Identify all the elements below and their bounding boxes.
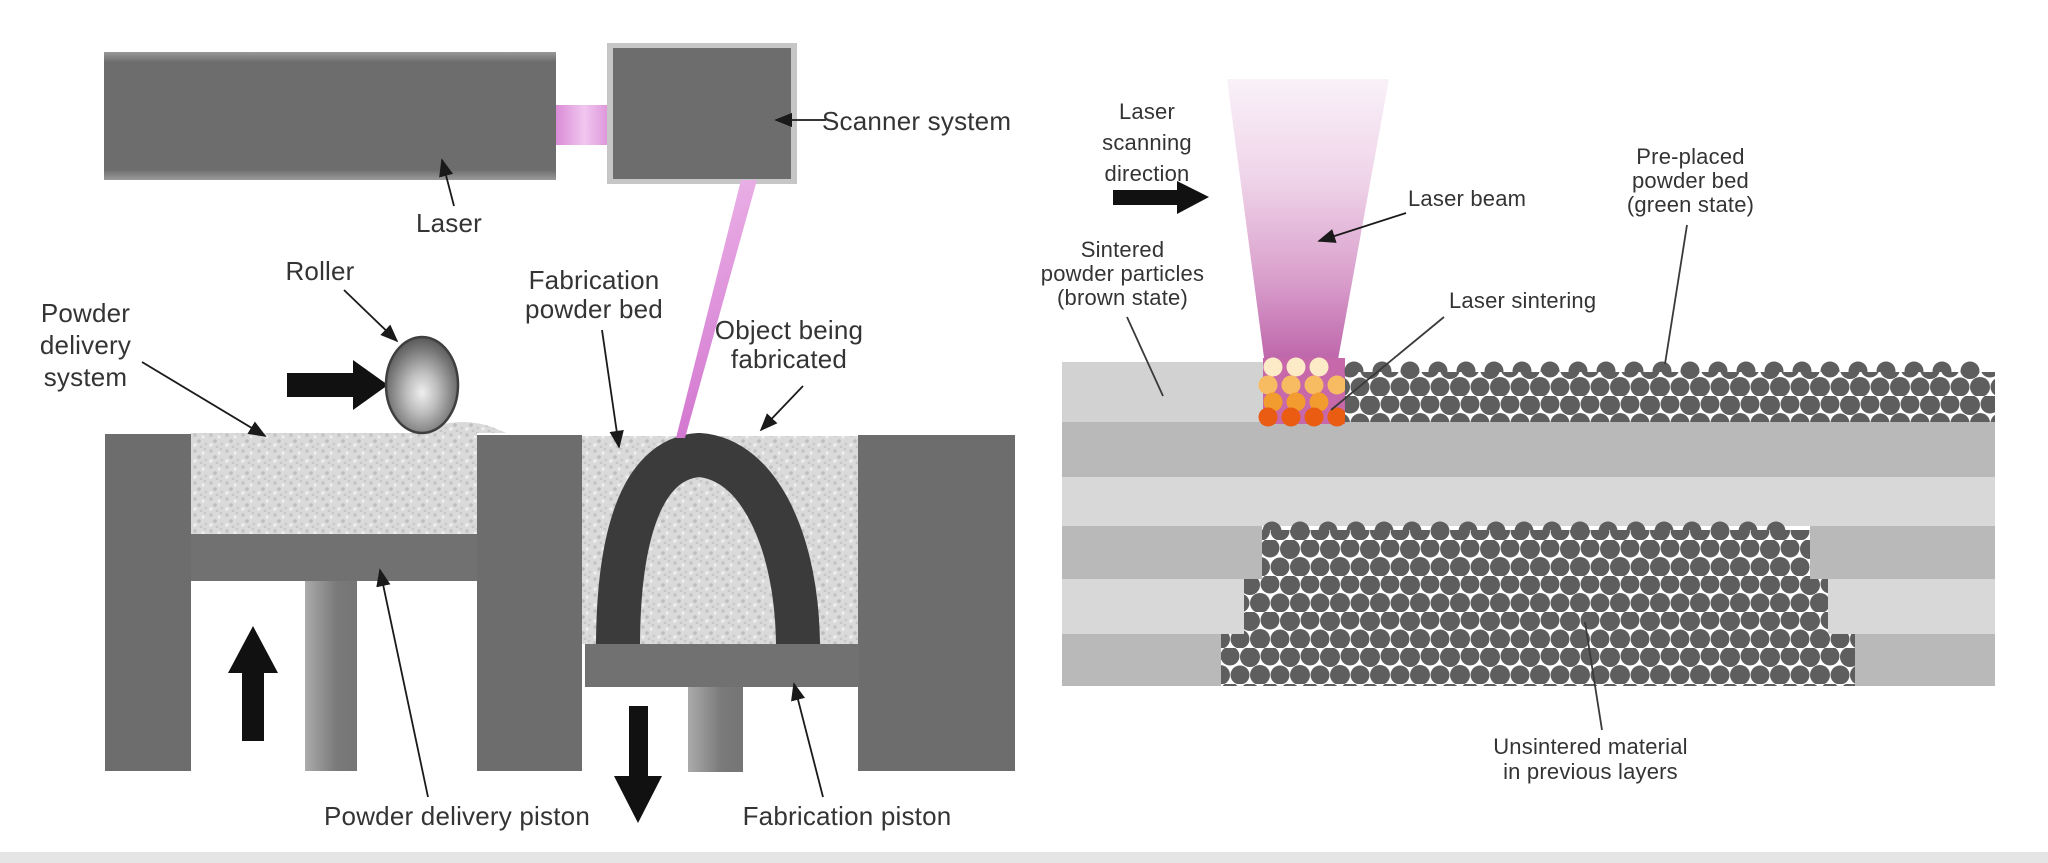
layer-band-3 (1062, 477, 1995, 526)
laser-beam-leader (1317, 212, 1407, 243)
laser-to-scanner-beam (556, 105, 613, 145)
layer-band-5-right (1828, 579, 1995, 634)
object-leader (759, 385, 804, 432)
delivery-piston-rod (305, 581, 357, 771)
layer-band-4-right (1810, 526, 1995, 579)
layer-band-6-left (1062, 634, 1221, 686)
laser-beam-label: Laser beam (1408, 186, 1527, 211)
layer-band-2 (1062, 422, 1995, 477)
pre-placed-powder (1345, 372, 1995, 422)
unsintered-material-label: Unsintered material in previous layers (1493, 734, 1688, 784)
fabrication-powder-bed-leader (601, 329, 624, 449)
fabrication-powder-bed-label: Fabrication powder bed (525, 265, 663, 324)
down-arrow-icon (614, 706, 662, 823)
layer-band-5-left (1062, 579, 1244, 634)
laser-box (104, 52, 556, 180)
delivery-powder (191, 433, 477, 534)
left-diagram (104, 43, 1015, 823)
roller-label: Roller (285, 256, 355, 286)
laser-sintering-label: Laser sintering (1449, 288, 1597, 313)
scanner-box (613, 48, 791, 179)
right-outer-wall (858, 435, 1015, 771)
fabrication-piston-leader (791, 682, 824, 798)
scanner-system-label: Scanner system (822, 106, 1012, 136)
laser-sintering-leader (1330, 316, 1445, 411)
laser-label: Laser (415, 208, 483, 238)
unsintered-mound (1221, 530, 1855, 686)
powder-delivery-system-leader (141, 361, 267, 437)
roller-push-arrow-icon (353, 360, 388, 410)
pre-placed-leader (1664, 224, 1688, 365)
powder-delivery-piston-label: Powder delivery piston (324, 801, 590, 831)
left-outer-wall (105, 434, 191, 771)
bottom-edge-strip (0, 852, 2048, 863)
powder-delivery-system-label: Powder delivery system (39, 298, 132, 392)
object-arch (596, 432, 820, 649)
right-diagram (1062, 79, 2000, 731)
pre-placed-powder-bed-label: Pre-placed powder bed (green state) (1626, 144, 1755, 217)
scan-direction-arrow-icon (1177, 181, 1209, 214)
layer-band-6-right (1855, 634, 1995, 686)
sintered-slab (1062, 362, 1263, 422)
scan-arrow-shaft (1113, 190, 1177, 205)
laser-scanning-direction-label: Laser scanning direction (1102, 99, 1192, 186)
laser-leader (439, 158, 455, 207)
sintered-leader (1126, 316, 1164, 397)
fabrication-piston-label: Fabrication piston (742, 801, 952, 831)
laser-cone (1227, 79, 1389, 365)
sintered-powder-particles-label: Sintered powder particles (brown state) (1040, 237, 1205, 310)
left-leader-lines (141, 112, 826, 798)
roller-sphere (384, 335, 460, 435)
hot-particles (1258, 357, 1352, 427)
powder-delivery-piston-leader (376, 568, 429, 798)
layer-band-4-left (1062, 526, 1262, 579)
up-arrow-icon (228, 626, 278, 741)
unsintered-leader (1584, 621, 1603, 731)
delivery-piston-plate (191, 534, 477, 581)
right-leader-lines (1126, 212, 1688, 731)
middle-wall (477, 435, 582, 771)
fabrication-piston-rod (688, 687, 743, 772)
roller-leader (343, 289, 399, 343)
fabrication-piston-plate (585, 644, 859, 687)
object-being-fabricated-label: Object being fabricated (714, 315, 864, 374)
scanner-beam (676, 180, 757, 438)
roller-push-arrow-shaft (287, 373, 353, 397)
